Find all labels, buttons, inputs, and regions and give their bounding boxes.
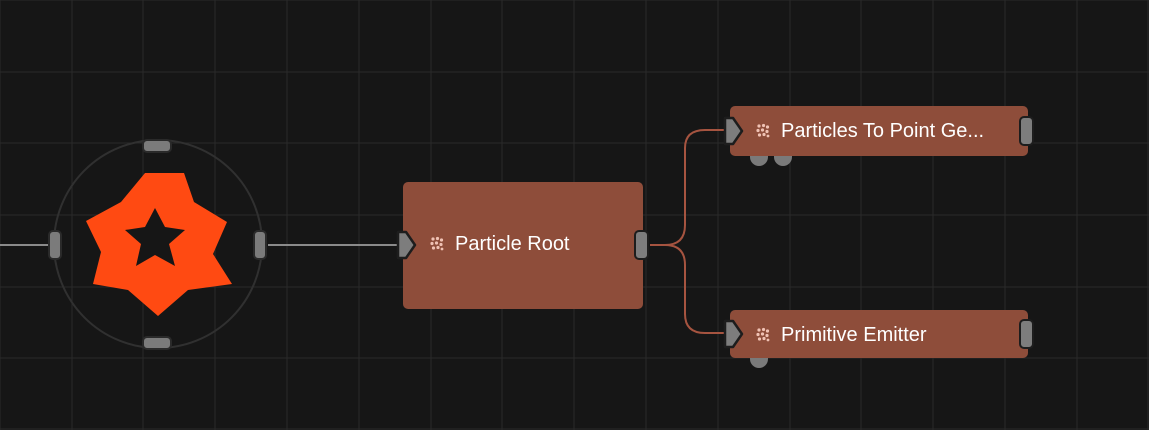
particle-icon	[430, 236, 444, 251]
node-output-port[interactable]	[634, 230, 649, 260]
node-input-port[interactable]	[396, 229, 418, 261]
primitive-emitter-node[interactable]: Primitive Emitter	[723, 310, 1034, 368]
star-cutout-icon	[125, 208, 185, 266]
node-bottom-port[interactable]	[750, 156, 768, 166]
particle-root-node[interactable]: Particle Root	[396, 182, 649, 309]
node-port-left[interactable]	[48, 230, 62, 260]
node-bottom-port[interactable]	[774, 156, 792, 166]
node-input-port[interactable]	[723, 318, 745, 350]
particle-system-node[interactable]	[48, 138, 270, 354]
particle-icon	[756, 327, 770, 342]
node-port-top[interactable]	[142, 139, 172, 153]
node-port-right[interactable]	[253, 230, 267, 260]
node-port-bottom[interactable]	[142, 336, 172, 350]
node-input-port[interactable]	[723, 115, 745, 147]
particles-to-point-geometry-node[interactable]: Particles To Point Ge...	[723, 106, 1034, 166]
node-label: Particle Root	[455, 233, 570, 255]
particle-system-node-ring	[53, 139, 263, 349]
node-label: Particles To Point Ge...	[781, 120, 985, 142]
node-label: Primitive Emitter	[781, 324, 927, 346]
node-bottom-port[interactable]	[750, 358, 768, 368]
node-output-port[interactable]	[1019, 319, 1034, 349]
wire-particle-root-to-primitive-emitter	[650, 244, 728, 334]
particle-icon	[756, 123, 770, 138]
node-output-port[interactable]	[1019, 116, 1034, 146]
wire-particle-root-to-particles-to-point	[650, 129, 728, 246]
